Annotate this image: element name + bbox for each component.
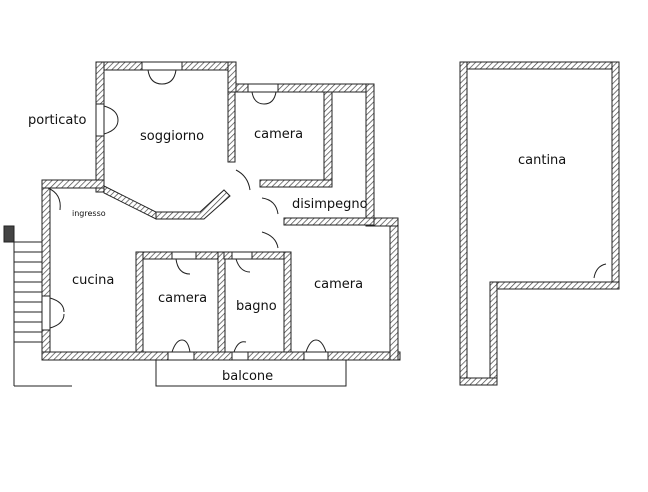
label-porticato: porticato [28, 113, 86, 128]
label-cantina: cantina [518, 153, 566, 168]
apartment-walls [41, 61, 401, 361]
label-disimpegno: disimpegno [292, 197, 368, 212]
label-camera-mid: camera [158, 291, 207, 306]
doors [41, 61, 607, 361]
stairs [3, 225, 72, 387]
balcone-outline [155, 359, 347, 387]
label-balcone: balcone [222, 369, 273, 384]
label-camera-top: camera [254, 127, 303, 142]
cantina-walls [459, 61, 620, 386]
label-ingresso: ingresso [72, 209, 106, 218]
label-cucina: cucina [72, 273, 114, 288]
label-camera-right: camera [314, 277, 363, 292]
label-soggiorno: soggiorno [140, 129, 204, 144]
label-bagno: bagno [236, 299, 277, 314]
